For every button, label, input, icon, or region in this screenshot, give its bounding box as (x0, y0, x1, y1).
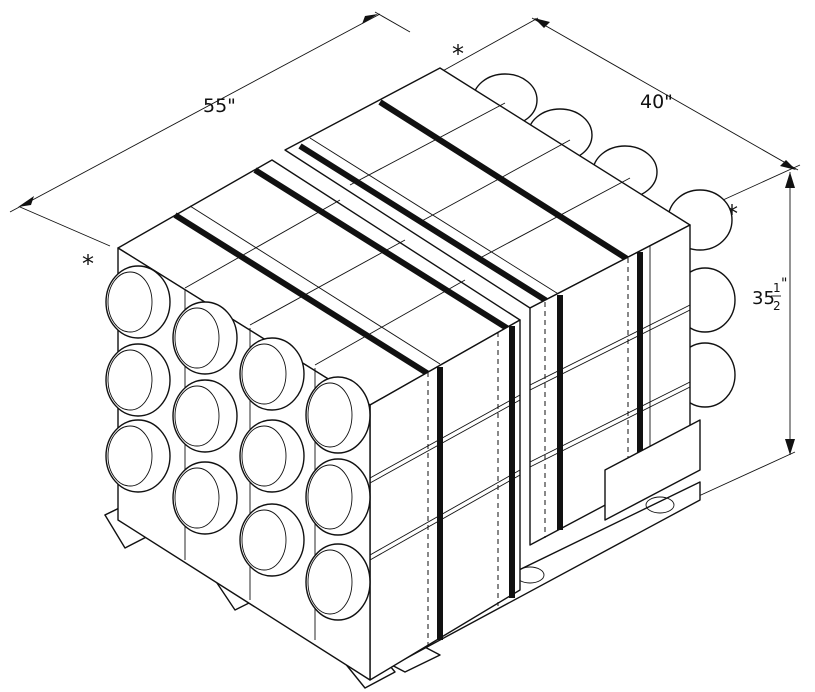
dim-height-label: 35 1 2 " (752, 276, 787, 313)
front-cylinders (105, 265, 371, 621)
strap-rear-1 (378, 99, 634, 265)
strap-front-2 (253, 167, 512, 333)
pallet-block (604, 419, 701, 521)
strap-front-1 (173, 212, 432, 378)
dim-height-whole: 35 (752, 288, 775, 309)
dim-width-line (531, 17, 799, 171)
star-marker-left: * (82, 250, 94, 278)
dim-height-frac-num: 1 (773, 281, 781, 295)
dim-length-label: 55" (203, 95, 236, 117)
dimension-lines (9, 11, 801, 501)
dim-arrow (780, 160, 796, 170)
dim-arrow (785, 439, 795, 455)
dim-length-line (9, 13, 381, 213)
dim-height-frac-den: 2 (773, 299, 781, 313)
front-box-stack (105, 159, 521, 681)
strap-rear-2 (298, 143, 552, 306)
dim-width-label: 40" (640, 91, 673, 113)
dim-arrow (18, 196, 34, 207)
dim-arrow (785, 172, 795, 188)
dim-height-inch: " (781, 276, 787, 292)
dim-arrow (362, 14, 378, 24)
star-marker-top: * (452, 40, 464, 68)
dim-arrow (534, 18, 550, 28)
